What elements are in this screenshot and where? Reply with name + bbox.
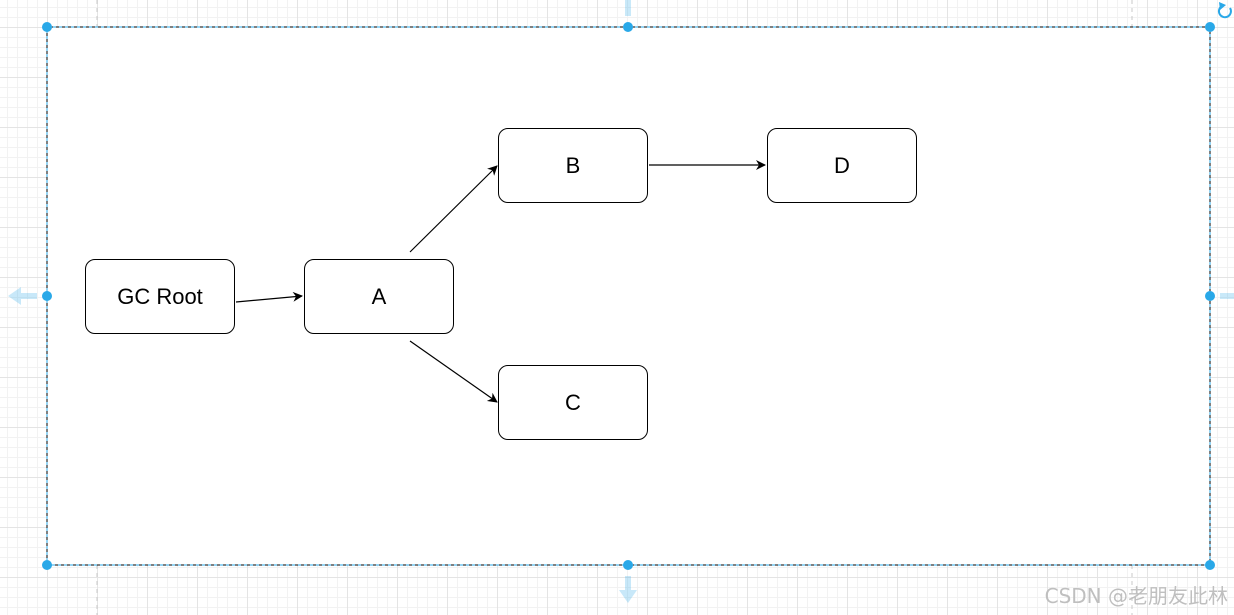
resize-handle-top[interactable] [623,22,633,32]
node-gc-root[interactable]: GC Root [85,259,235,334]
edge-a-c[interactable] [409,340,498,403]
resize-handle-left[interactable] [42,291,52,301]
watermark: CSDN @老朋友此林 [1044,584,1228,608]
resize-handle-bottom-right[interactable] [1205,560,1215,570]
resize-handle-bottom-left[interactable] [42,560,52,570]
edge-gcroot-a[interactable] [235,291,303,303]
connect-arrow-left-icon[interactable] [8,287,37,305]
resize-handle-bottom[interactable] [623,560,633,570]
connect-arrow-right-icon[interactable] [1220,293,1234,299]
node-d[interactable]: D [767,128,917,203]
node-a[interactable]: A [304,259,454,334]
rotate-icon[interactable] [1217,2,1232,19]
resize-handle-right[interactable] [1205,291,1215,301]
node-c[interactable]: C [498,365,648,440]
resize-handle-top-left[interactable] [42,22,52,32]
connect-arrow-up-icon[interactable] [625,0,631,16]
resize-handles[interactable] [42,22,1215,570]
node-b[interactable]: B [498,128,648,203]
connect-arrow-down-icon[interactable] [619,576,637,603]
resize-handle-top-right[interactable] [1205,22,1215,32]
edge-a-b[interactable] [409,165,498,253]
